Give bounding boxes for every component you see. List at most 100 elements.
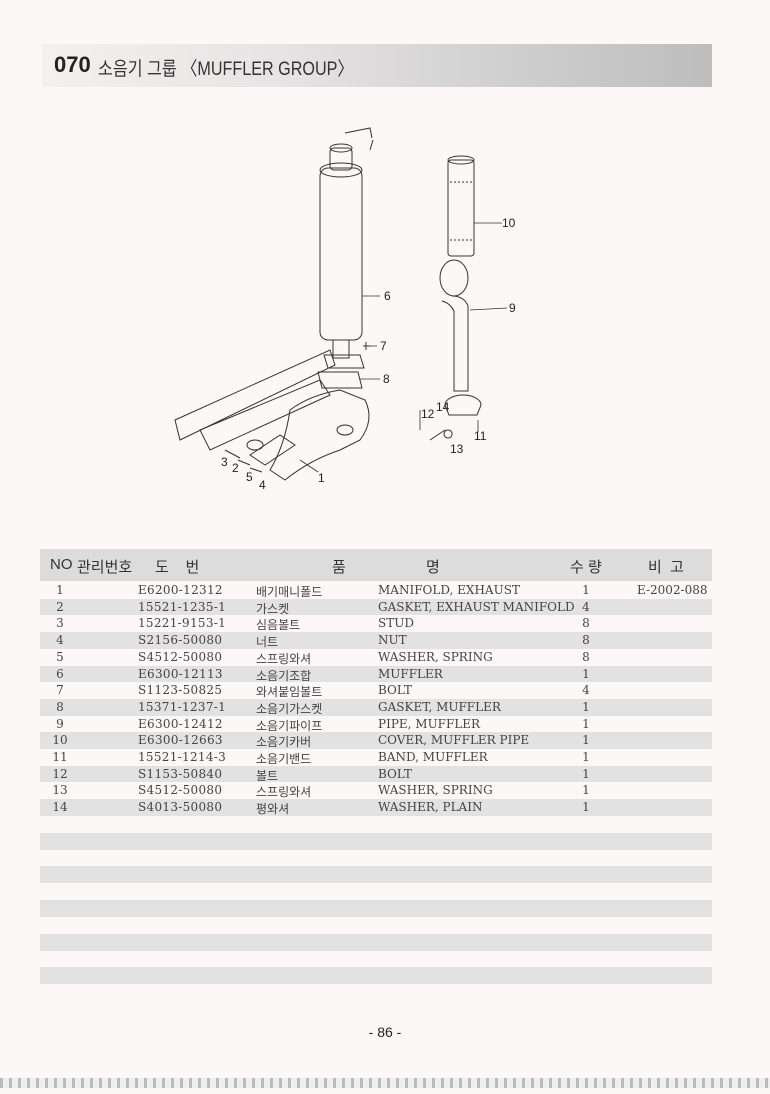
- name-korean: 가스켓: [256, 601, 290, 616]
- section-title: 소음기 그룹 〈MUFFLER GROUP〉: [98, 59, 354, 80]
- part-number: S4512-50080: [138, 783, 223, 798]
- section-number: 070: [54, 52, 91, 77]
- row-no: 14: [52, 800, 68, 815]
- name-korean: 배기매니폴드: [256, 585, 323, 599]
- col-name-kr: 품: [332, 559, 346, 576]
- callout-5: 5: [246, 470, 253, 484]
- name-korean: 심음볼트: [256, 618, 301, 633]
- empty-row: [40, 866, 712, 883]
- callout-12: 12: [421, 407, 435, 421]
- quantity: 1: [582, 716, 590, 731]
- row-no: 7: [56, 683, 64, 698]
- name-english: COVER, MUFFLER PIPE: [378, 733, 530, 748]
- part-number: 15371-1237-1: [138, 699, 227, 714]
- callout-13: 13: [450, 442, 464, 456]
- name-english: BOLT: [378, 683, 412, 698]
- table-row: 6 E6300-12113 소음기조합 MUFFLER 1: [40, 665, 712, 683]
- quantity: 1: [582, 583, 590, 597]
- callout-10: 10: [502, 216, 516, 230]
- quantity: 1: [582, 733, 590, 748]
- name-english: GASKET, EXHAUST MANIFOLD: [378, 599, 575, 614]
- row-no: 2: [56, 599, 64, 614]
- row-no: 13: [52, 783, 68, 798]
- name-english: MUFFLER: [378, 666, 443, 681]
- pipe-drawing: [429, 155, 482, 441]
- name-english: MANIFOLD, EXHAUST: [378, 583, 520, 597]
- row-no: 9: [56, 716, 64, 731]
- quantity: 1: [582, 800, 590, 815]
- row-no: 11: [52, 750, 68, 764]
- scan-edge: [0, 1078, 770, 1088]
- table-row: 11 15521-1214-3 소음기밴드 BAND, MUFFLER 1: [40, 749, 712, 766]
- name-english: GASKET, MUFFLER: [378, 699, 501, 714]
- col-qty: 수 량: [570, 559, 602, 576]
- col-remarks: 비 고: [648, 559, 684, 576]
- callout-7: 7: [380, 339, 387, 353]
- callout-6: 6: [384, 289, 391, 303]
- name-korean: 평와셔: [256, 802, 290, 817]
- callout-2: 2: [232, 461, 239, 475]
- table-row: 2 15521-1235-1 가스켓 GASKET, EXHAUST MANIFOLD…: [40, 598, 712, 616]
- callout-11: 11: [474, 429, 487, 443]
- row-no: 1: [56, 583, 64, 597]
- name-korean: 소음기카버: [256, 735, 312, 750]
- part-number: 15221-9153-1: [138, 616, 227, 631]
- quantity: 4: [582, 683, 590, 698]
- empty-row: [40, 900, 712, 917]
- quantity: 4: [582, 599, 590, 614]
- part-number: S2156-50080: [138, 633, 223, 648]
- exploded-parts-diagram: 6 7 8 1 3 2 5 4 10 9 12 14 11 13: [174, 127, 516, 492]
- name-english: WASHER, SPRING: [378, 649, 493, 664]
- part-number: E6300-12663: [138, 733, 223, 748]
- name-korean: 와셔붙임볼트: [256, 685, 323, 700]
- callout-9: 9: [509, 301, 516, 315]
- empty-row: [40, 934, 712, 951]
- col-code: 관리번호: [77, 559, 133, 576]
- name-korean: 볼트: [256, 768, 279, 783]
- name-korean: 스프링와셔: [256, 651, 312, 666]
- part-number: 15521-1214-3: [138, 750, 227, 764]
- quantity: 1: [582, 699, 590, 714]
- muffler-drawing: [317, 127, 374, 389]
- name-english: PIPE, MUFFLER: [378, 716, 481, 731]
- callout-8: 8: [383, 372, 390, 386]
- row-no: 12: [52, 766, 68, 781]
- part-number: E6300-12113: [138, 666, 223, 681]
- name-korean: 스프링와셔: [256, 785, 312, 800]
- quantity: 1: [582, 783, 590, 798]
- name-english: STUD: [378, 616, 414, 631]
- row-no: 6: [56, 666, 64, 681]
- quantity: 8: [582, 616, 590, 631]
- row-no: 8: [56, 699, 64, 714]
- name-korean: 소음기밴드: [256, 752, 312, 766]
- parts-table-header: NO 관리번호 도 번 품 명 수 량 비 고: [40, 549, 712, 581]
- col-drawing: 도 번: [155, 559, 200, 576]
- callout-4: 4: [259, 478, 266, 492]
- callout-1: 1: [318, 471, 325, 485]
- col-name-en: 명: [426, 559, 440, 576]
- quantity: 1: [582, 750, 590, 764]
- name-korean: 소음기파이프: [256, 718, 323, 733]
- name-english: BAND, MUFFLER: [378, 750, 488, 764]
- part-number: S1123-50825: [138, 683, 223, 698]
- remarks: E-2002-088: [637, 583, 708, 597]
- part-number: S1153-50840: [138, 766, 223, 781]
- name-korean: 소음기조합: [256, 668, 312, 683]
- row-no: 4: [56, 633, 64, 648]
- quantity: 8: [582, 633, 590, 648]
- quantity: 1: [582, 666, 590, 681]
- row-no: 10: [52, 733, 68, 748]
- part-number: 15521-1235-1: [138, 599, 227, 614]
- part-number: S4512-50080: [138, 649, 223, 664]
- page-number: - 86 -: [368, 1024, 402, 1040]
- name-english: WASHER, PLAIN: [378, 800, 483, 815]
